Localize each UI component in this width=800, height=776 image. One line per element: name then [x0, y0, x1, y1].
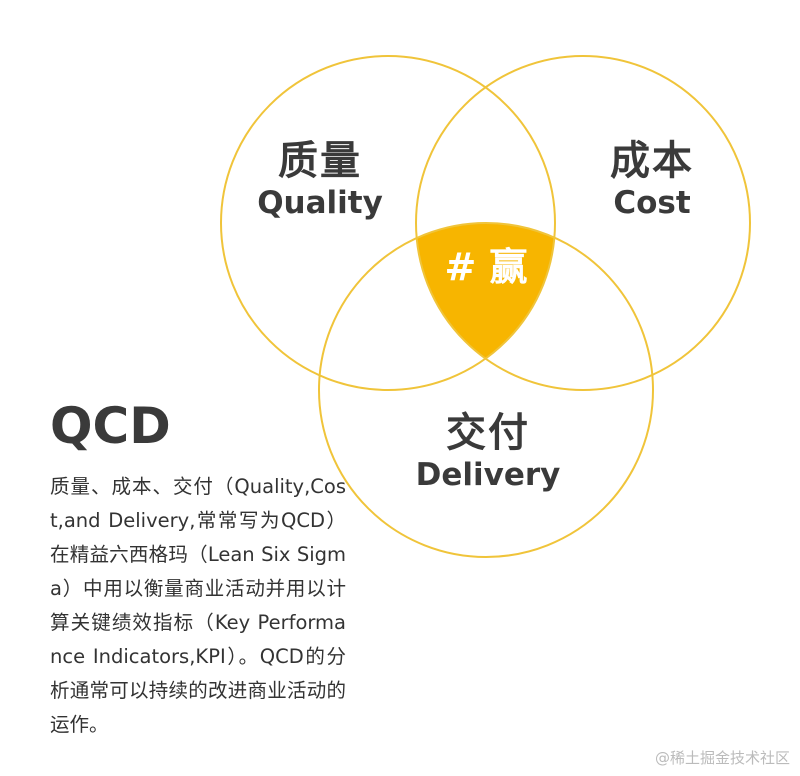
center-label: # 赢	[444, 245, 528, 289]
label-quality-en: Quality	[257, 185, 383, 221]
page-title: QCD	[50, 397, 171, 455]
label-quality: 质量 Quality	[240, 138, 400, 222]
label-delivery-en: Delivery	[415, 457, 561, 493]
label-delivery: 交付 Delivery	[408, 410, 568, 494]
label-cost-zh: 成本	[610, 138, 694, 184]
label-delivery-zh: 交付	[446, 410, 530, 456]
label-cost-en: Cost	[613, 185, 691, 221]
circle-cost	[415, 55, 751, 391]
circle-quality	[220, 55, 556, 391]
label-quality-zh: 质量	[278, 138, 362, 184]
circle-delivery	[318, 222, 654, 558]
watermark: @稀土掘金技术社区	[654, 749, 790, 767]
description-text: 质量、成本、交付（Quality,Cost,and Delivery,常常写为Q…	[50, 475, 346, 736]
label-cost: 成本 Cost	[572, 138, 732, 222]
